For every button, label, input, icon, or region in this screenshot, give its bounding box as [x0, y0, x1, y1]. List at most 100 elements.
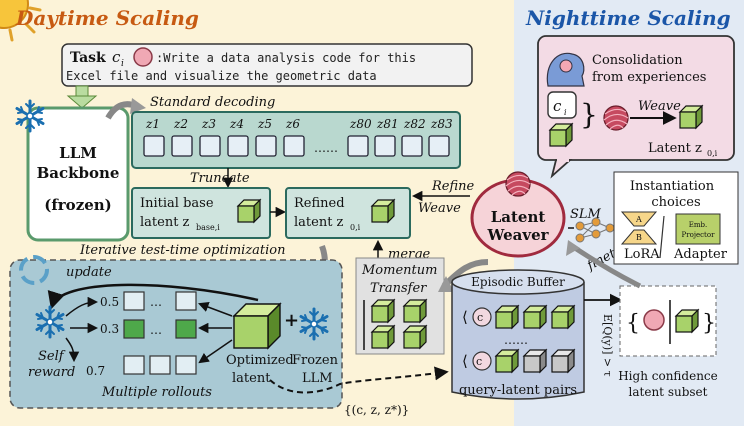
emb-projector-box — [675, 213, 721, 245]
lora-label: LoRA — [624, 247, 660, 262]
consolidation-latent-label: Latent z — [648, 141, 702, 156]
refined-latent-line1: Refined — [294, 196, 345, 211]
token-label: z1 — [145, 117, 160, 131]
token-box — [283, 135, 305, 157]
high-confidence-line1: High confidence — [618, 369, 718, 383]
optimized-latent-line1: Optimized — [226, 353, 294, 368]
token-label: z80 — [349, 117, 372, 131]
initial-latent-box: Initial base latent z base,i — [131, 187, 271, 239]
subset-query-avatar — [643, 309, 665, 331]
daytime-title: Daytime Scaling — [15, 6, 199, 30]
task-var: c — [112, 48, 121, 66]
pair-bracket-open: ⟨ — [462, 352, 468, 370]
instantiation-line2: choices — [651, 195, 700, 210]
adapter-label: Adapter — [673, 247, 728, 262]
rollout-token-selected — [175, 319, 197, 339]
rollout-token — [123, 355, 145, 375]
buffer-cube-gray — [523, 349, 547, 373]
rollout-ellipsis: … — [150, 295, 162, 309]
token-box — [374, 135, 396, 157]
momentum-line2: Transfer — [370, 281, 427, 296]
slm-network-icon — [575, 217, 615, 243]
cycle-icon — [19, 255, 49, 285]
rollout-token — [123, 291, 145, 311]
query-latent-pairs-label: query-latent pairs — [459, 383, 577, 398]
reward-value-1: 0.5 — [100, 295, 119, 309]
initial-latent-line1: Initial base — [140, 196, 214, 211]
rollout-token — [175, 291, 197, 311]
momentum-cube — [371, 299, 395, 323]
token-box — [143, 135, 165, 157]
subset-brace-open: { — [626, 311, 640, 336]
finetune-arrowhead — [566, 240, 580, 256]
multiple-rollouts-label: Multiple rollouts — [101, 385, 212, 400]
weave-label: Weave — [418, 201, 461, 216]
buffer-cube — [523, 305, 547, 329]
self-reward-line1: Self — [38, 349, 66, 364]
query-ci-circle — [472, 307, 492, 327]
rollouts-grid: 0.5 0.3 0.7 … … Multiple rollouts — [86, 291, 212, 400]
reward-value-2: 0.3 — [100, 322, 119, 336]
rollout-ellipsis: … — [150, 323, 162, 337]
initial-latent-line2: latent z — [140, 215, 190, 230]
buffer-cube-gray — [551, 349, 575, 373]
standard-decoding-label: Standard decoding — [150, 95, 275, 110]
lora-b-label: B — [636, 233, 642, 242]
buffer-cube — [495, 305, 519, 329]
high-confidence-line2: latent subset — [629, 385, 708, 399]
initial-latent-cube — [237, 199, 261, 223]
buffer-to-momentum-arrowhead — [438, 276, 454, 292]
rollout-token-selected — [123, 319, 145, 339]
latent-weaver-line1: Latent — [491, 208, 546, 226]
frozen-llm-line1: Frozen — [292, 353, 339, 368]
decode-curve-arrowhead — [130, 98, 146, 114]
optimized-latent-cube — [232, 302, 282, 350]
ci-card — [547, 91, 577, 119]
choice-divider — [659, 215, 665, 259]
refined-latent-cube — [371, 199, 395, 223]
iterative-optimization-label: Iterative test-time optimization — [79, 243, 286, 258]
momentum-line1: Momentum — [361, 263, 437, 278]
plus-sign: + — [284, 310, 299, 331]
token-label: z3 — [201, 117, 216, 131]
query-cm-circle — [472, 351, 492, 371]
consolidation-ci: c — [553, 97, 562, 115]
sun-icon — [0, 0, 42, 42]
task-to-llm-arrow — [66, 85, 98, 109]
nighttime-title: Nighttime Scaling — [525, 6, 731, 30]
optimized-latent-line2: latent — [232, 371, 271, 386]
llm-title-line3: (frozen) — [44, 196, 112, 214]
token-box — [171, 135, 193, 157]
buffer-ellipsis: …… — [504, 333, 528, 347]
token-box — [428, 135, 450, 157]
yarn-ball-icon — [505, 171, 531, 197]
task-var-sub: i — [121, 59, 124, 69]
emb-projector-line1: Emb. — [689, 221, 707, 229]
confidence-expression: E[Q(y)] > τ — [601, 314, 614, 377]
llm-title-line1: LLM — [59, 144, 97, 162]
token-label: z4 — [229, 117, 244, 131]
token-box — [347, 135, 369, 157]
self-reward-line2: reward — [28, 365, 75, 380]
token-label: z5 — [257, 117, 272, 131]
task-prompt-box: Task c i :Write a data analysis code for… — [61, 43, 473, 87]
reward-arrow-1 — [65, 296, 99, 317]
latent-weaver-line2: Weaver — [486, 226, 549, 244]
optimized-to-buffer-arrow — [269, 366, 449, 394]
episodic-buffer-title: Episodic Buffer — [471, 275, 565, 289]
consolidation-brace: } — [580, 98, 598, 131]
consolidation-small-cube — [549, 123, 573, 147]
lora-a-label: A — [635, 215, 642, 224]
subset-brace-close: } — [702, 311, 716, 336]
query-latent-set-notation: {(c, z, z*)} — [344, 403, 409, 417]
task-text-line1: :Write a data analysis code for this — [156, 51, 416, 65]
token-label: z2 — [173, 117, 188, 131]
rollout-token — [175, 355, 197, 375]
consolidation-bubble — [537, 35, 735, 179]
episodic-buffer-cylinder: Episodic Buffer ⟨ c …… ⟨ c query-latent … — [451, 269, 585, 400]
buffer-cube — [551, 305, 575, 329]
query-avatar-icon — [133, 47, 153, 67]
initial-latent-sub: base,i — [196, 223, 220, 232]
